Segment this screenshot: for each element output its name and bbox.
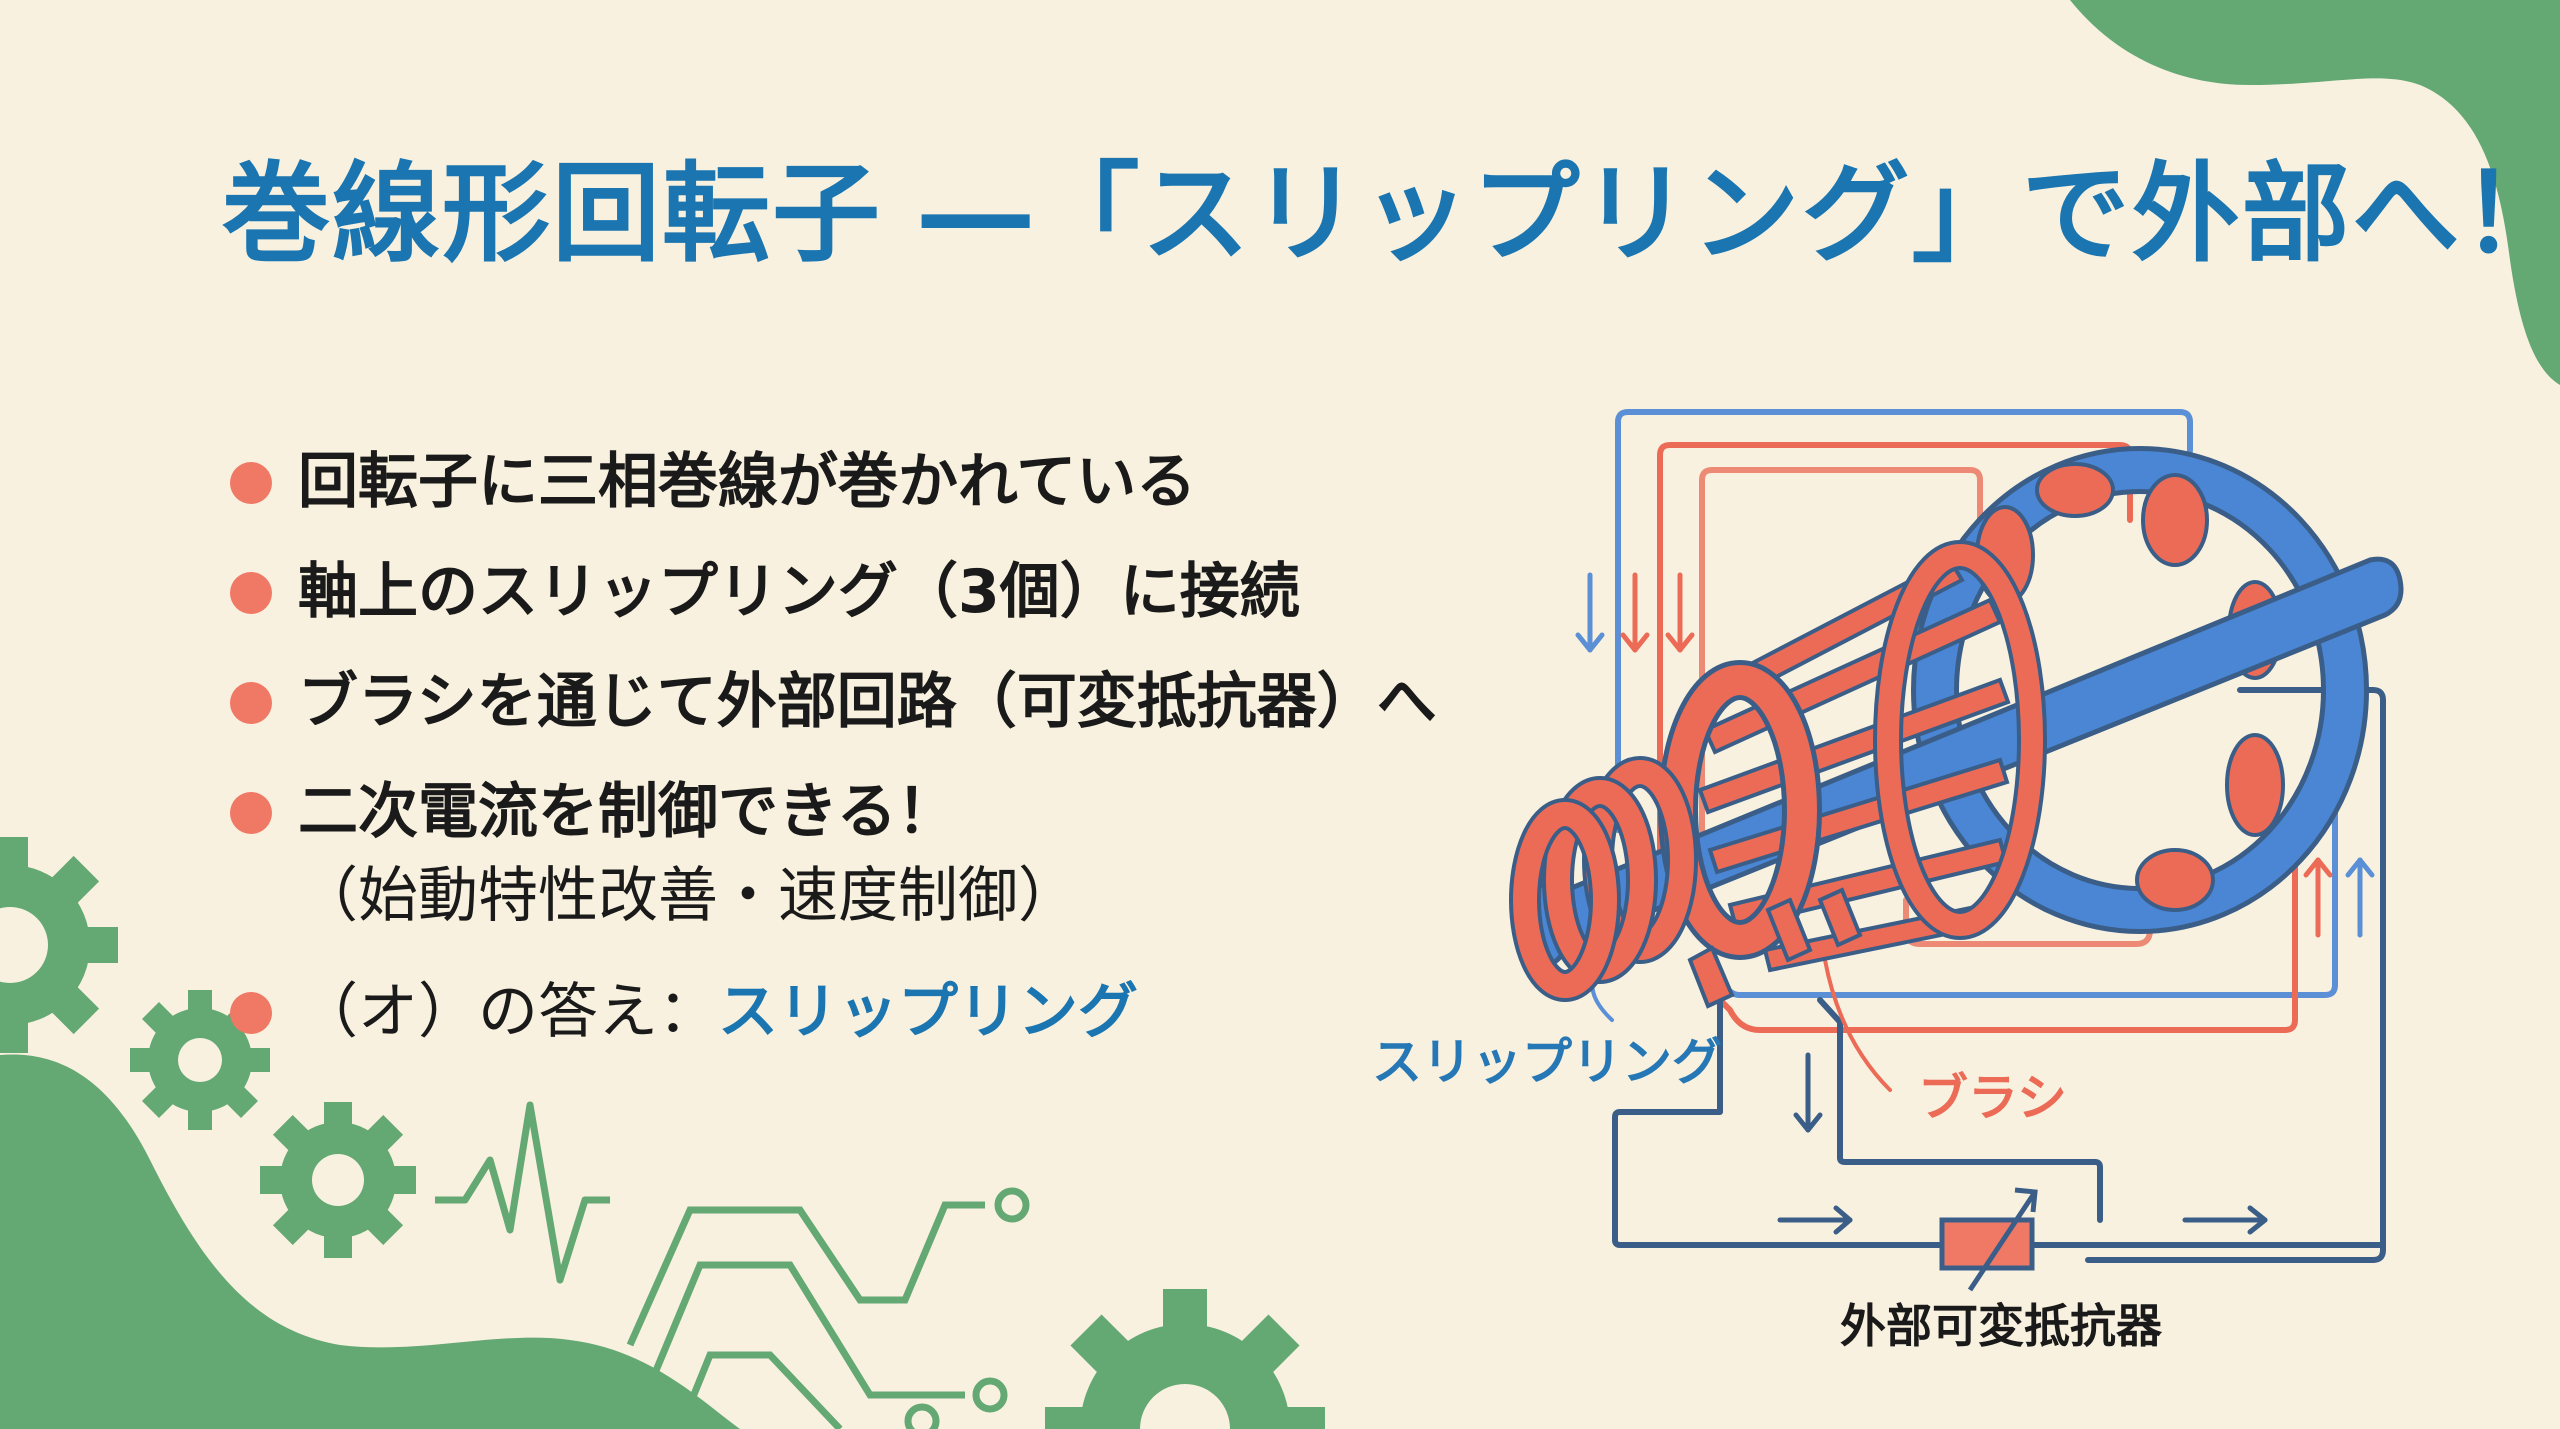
bottom-left-blob: [0, 1054, 740, 1429]
answer-prefix: （オ）の答え：: [298, 977, 718, 1047]
brush-icon: [1687, 887, 1863, 1009]
bullet-item-answer: （オ）の答え：スリップリング: [230, 970, 1138, 1054]
bullet-item: 軸上のスリップリング（3個）に接続: [230, 550, 1300, 634]
bullet-text: 二次電流を制御できる！: [298, 777, 957, 847]
bullet-dot-icon: [230, 462, 272, 504]
slide-title: 巻線形回転子 ―「スリップリング」で外部へ！: [222, 152, 2560, 277]
external-resistor-label: 外部可変抵抗器: [1840, 1299, 2162, 1353]
gear-icon: [0, 837, 118, 1053]
variable-resistor-icon: [1939, 1187, 2383, 1292]
bullet-item: 二次電流を制御できる！ （始動特性改善・速度制御）: [230, 770, 1078, 938]
brush-label: ブラシ: [1918, 1069, 2067, 1127]
bullet-item: ブラシを通じて外部回路（可変抵抗器）へ: [230, 660, 1437, 744]
bullet-item: 回転子に三相巻線が巻かれている: [230, 440, 1196, 524]
bullet-subtext: （始動特性改善・速度制御）: [298, 861, 1078, 931]
gear-icon: [260, 1102, 416, 1258]
current-arrow-icon: [1575, 572, 2375, 938]
wire-dark-middle: [1817, 997, 2103, 1223]
wire-dark-right: [2085, 687, 2386, 1263]
bullet-dot-icon: [230, 792, 272, 834]
gear-icon: [1045, 1289, 1325, 1429]
brush-leader: [1823, 958, 1892, 1092]
answer-text: スリップリング: [718, 977, 1138, 1047]
current-arrow-icon: [1620, 572, 2333, 938]
wire-dark-left: [1612, 997, 1945, 1248]
slip-ring-label: スリップリング: [1372, 1033, 1722, 1091]
bullet-text: 軸上のスリップリング（3個）に接続: [298, 557, 1300, 627]
circuit-trace-icon: [626, 1187, 1030, 1429]
gear-icon: [130, 990, 270, 1130]
wire-red-inner: [1699, 467, 1983, 923]
bullet-text: ブラシを通じて外部回路（可変抵抗器）へ: [298, 667, 1437, 737]
wire-red-return: [1697, 807, 2298, 1033]
bullet-dot-icon: [230, 572, 272, 614]
stator-ring: [1911, 446, 2369, 934]
bullet-dot-icon: [230, 992, 272, 1034]
rotor-winding: [1658, 540, 2047, 973]
slip-ring-icon: [1509, 756, 1698, 1002]
top-right-blob: [2070, 0, 2560, 385]
pulse-wave-icon: [435, 1101, 610, 1284]
current-arrow-icon: [1777, 1052, 2268, 1235]
bullet-dot-icon: [230, 682, 272, 724]
bullet-text: 回転子に三相巻線が巻かれている: [298, 447, 1197, 517]
